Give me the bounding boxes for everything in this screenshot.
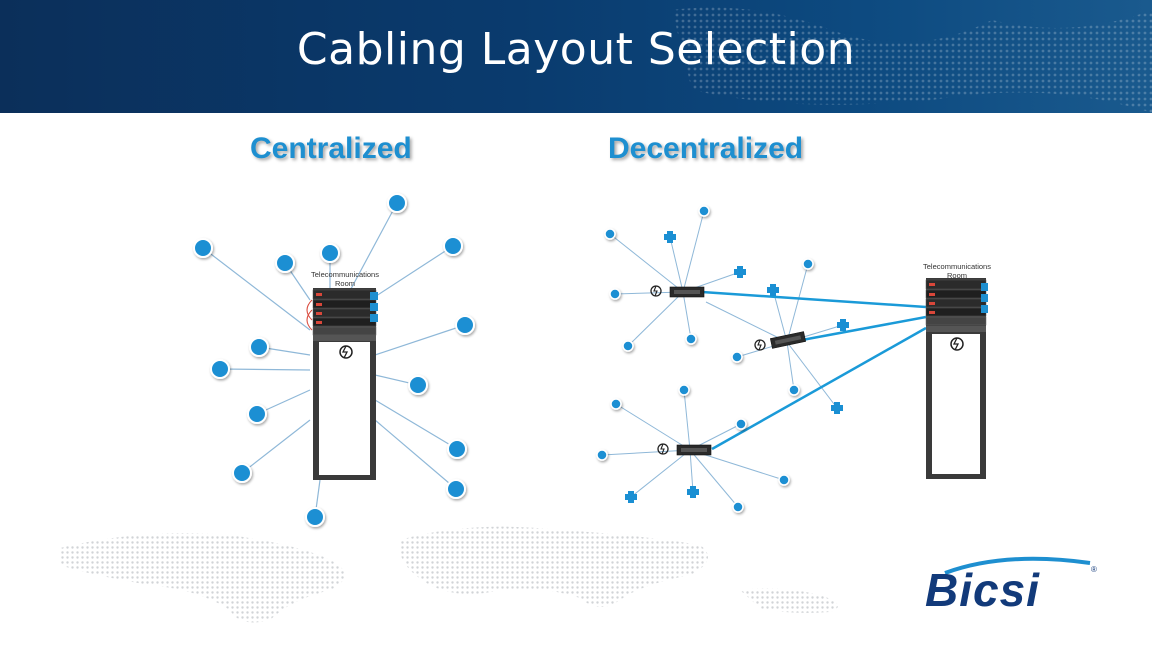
centralized-rack-label: Telecommunications Room (311, 270, 379, 288)
zone-enclosure-2 (769, 331, 807, 349)
logo-swoosh (944, 556, 1091, 575)
decentralized-rack-label: Telecommunications Room (923, 262, 991, 280)
zone-enclosure-1 (650, 285, 705, 298)
decentralized-outlets (596, 205, 814, 513)
world-map-dots-pattern (672, 7, 1152, 113)
decentralized-label: Decentralized (608, 132, 804, 165)
centralized-rack (306, 288, 378, 480)
header-banner: Cabling Layout Selection (0, 0, 1152, 113)
decentralized-diagram (596, 205, 988, 513)
centralized-label: Centralized (250, 132, 412, 165)
centralized-outlets (193, 193, 475, 527)
zone2-cables (705, 263, 844, 409)
logo-text: Bicsi (925, 564, 1040, 616)
trunk-links (701, 290, 927, 451)
zone-enclosures (650, 285, 807, 456)
bicsi-logo: Bicsi ® (925, 555, 1105, 616)
decentralized-rack (925, 278, 988, 479)
slide-title: Cabling Layout Selection (296, 24, 856, 75)
decentralized-plus-outlets (625, 231, 849, 503)
zone1-cables (609, 210, 741, 347)
zone-enclosure-3 (657, 443, 712, 456)
centralized-diagram (193, 193, 475, 527)
logo-registered: ® (1091, 565, 1097, 574)
world-map-backdrop (60, 526, 838, 623)
